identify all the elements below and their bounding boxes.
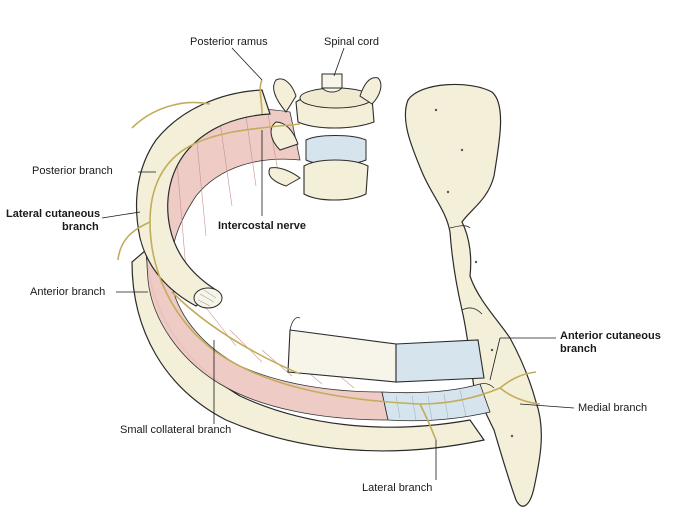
label-anterior-branch: Anterior branch (30, 286, 106, 298)
nerves (117, 79, 541, 441)
costal-cartilage (287, 317, 485, 383)
label-lateral-branch: Lateral branch (362, 482, 433, 494)
vertebrae (268, 73, 382, 201)
sternum (404, 83, 542, 507)
label-lateral-cutaneous-line1: Lateral cutaneous (6, 208, 101, 220)
label-small-collateral-branch: Small collateral branch (120, 424, 232, 436)
leader-lines (101, 47, 575, 480)
label-intercostal-nerve: Intercostal nerve (218, 220, 307, 232)
label-lateral-cutaneous-line2: branch (62, 221, 99, 233)
upper-rib (135, 89, 271, 309)
label-anterior-cutaneous-line2: branch (560, 343, 597, 355)
label-spinal-cord: Spinal cord (324, 36, 380, 48)
label-anterior-cutaneous-line1: Anterior cutaneous (560, 330, 661, 342)
label-medial-branch: Medial branch (578, 402, 648, 414)
label-posterior-ramus: Posterior ramus (190, 36, 268, 48)
intercostal-membrane (381, 383, 491, 422)
label-posterior-branch: Posterior branch (32, 165, 113, 177)
